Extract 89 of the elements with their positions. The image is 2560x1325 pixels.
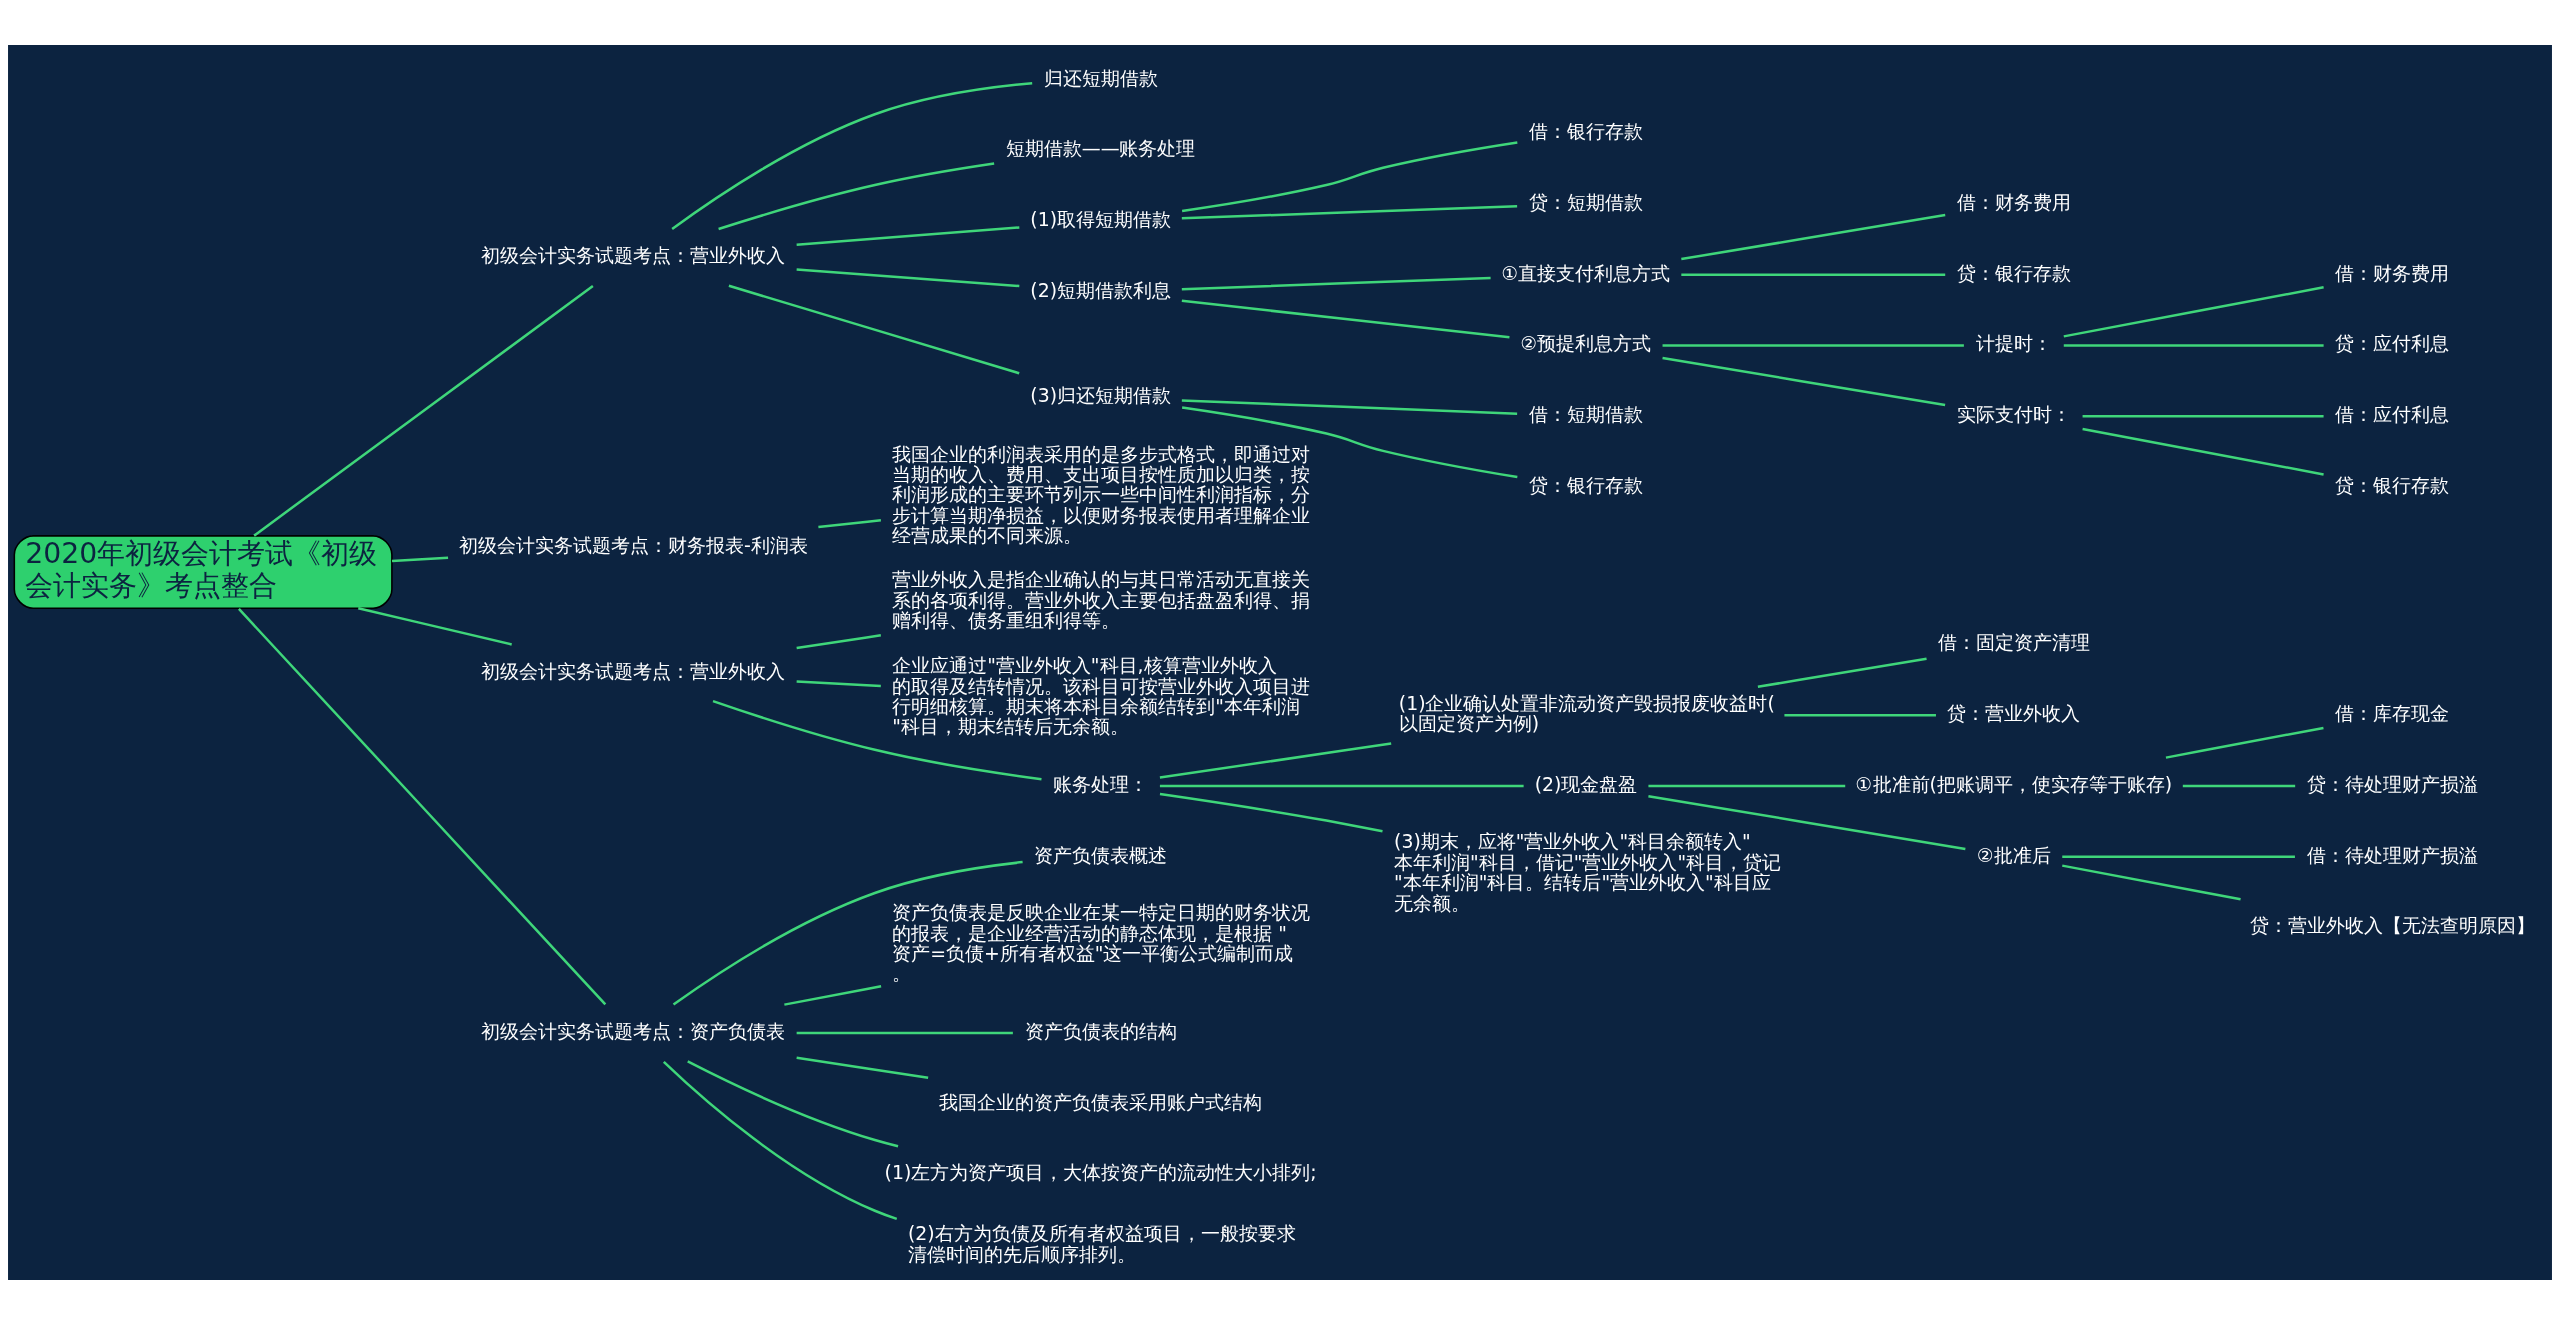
node-text: (3)期末，应将"营业外收入"科目余额转入"本年利润"科目，借记"营业外收入"科目，贷记"本年利润"科目。结转后"营业外收入"科目应无余额。 (1394, 830, 1782, 914)
connector (1681, 273, 1946, 276)
node-text: 归还短期借款 (1043, 66, 1158, 89)
node-text: 企业应通过"营业外收入"科目,核算营业外收入的取得及结转情况。该科目可按营业外收入项目进行明细核算。期末将本科目余额结转到"本年利润"科目，期末结转后无余额。 (892, 654, 1311, 738)
connector (1662, 344, 1964, 347)
node-text: 借：待处理财产损溢 (2306, 843, 2478, 866)
node-text: (3)归还短期借款 (1030, 384, 1172, 407)
node-text: 贷：营业外收入 (1947, 702, 2081, 725)
node-text: (2)右方为负债及所有者权益项目，一般按要求清偿时间的先后顺序排列。 (907, 1222, 1296, 1265)
node-text: 营业外收入是指企业确认的与其日常活动无直接关系的各项利得。营业外收入主要包括盘盈利得、捐赠利得、债务重组利得等。 (892, 568, 1311, 632)
node-text: 借：固定资产清理 (1937, 631, 2090, 654)
connector (687, 1060, 899, 1148)
connector (712, 699, 1042, 781)
node-text: (1)企业确认处置非流动资产毁损报废收益时(以固定资产为例) (1398, 691, 1775, 735)
connector (1648, 794, 1966, 851)
connector (784, 985, 882, 1006)
connector (238, 608, 607, 1006)
connector (1181, 406, 1518, 479)
connector (796, 226, 1020, 247)
connector (796, 680, 881, 688)
node-text: 我国企业的资产负债表采用账户式结构 (939, 1090, 1263, 1113)
connector (253, 285, 594, 537)
node-text: ①批准前(把账调平，使实存等于账存) (1855, 772, 2173, 795)
connector (1181, 399, 1518, 415)
connector (1784, 713, 1936, 717)
node-text: (1)取得短期借款 (1030, 208, 1172, 231)
node-text: 初级会计实务试题考点：营业外收入 (481, 244, 786, 267)
node-text: 借：短期借款 (1529, 403, 1643, 426)
connector (1181, 299, 1510, 339)
node-text: 短期借款——账务处理 (1005, 137, 1196, 160)
connector (1181, 276, 1491, 291)
connector (1159, 784, 1524, 788)
node-text: 初级会计实务试题考点：营业外收入 (481, 659, 786, 682)
node-text: 借：银行存款 (1529, 119, 1643, 142)
connector (662, 1060, 898, 1221)
node-text: 账务处理： (1053, 772, 1149, 795)
connector (2063, 286, 2324, 338)
connector (1159, 742, 1392, 779)
connector (672, 860, 1023, 1006)
node-text: 资产负债表是反映企业在某一特定日期的财务状况的报表，是企业经营活动的静态体现，是根据 "资产=负债+所有者权益"这一平衡公式编制而成。 (892, 901, 1311, 985)
connector (1181, 141, 1518, 213)
connector (796, 633, 882, 650)
connector (2082, 415, 2324, 418)
connector (2062, 855, 2295, 859)
connector (2165, 726, 2324, 759)
connector (1648, 784, 1846, 788)
node-text: 借：财务费用 (2335, 261, 2450, 284)
connector (818, 518, 881, 529)
node-box: 2020年初级会计考试《初级会计实务》考点整合 (13, 535, 393, 609)
connector (671, 81, 1033, 230)
node-text: 借：财务费用 (1956, 190, 2071, 213)
node-text: ②批准后 (1976, 843, 2051, 866)
connector (1757, 657, 1927, 689)
node-text: 贷：银行存款 (2335, 473, 2450, 496)
node-text: 我国企业的利润表采用的是多步式格式，即通过对当期的收入、费用、支出项目按性质加以归类，按利润形成的主要环节列示一些中间性利润指标，分步计算当期净损益，以便财务报表使用者理解企业经营成果的不同来源。 (892, 442, 1311, 547)
node-text: (2)现金盘盈 (1534, 772, 1638, 795)
node-text: 借：应付利息 (2335, 403, 2450, 426)
connector (796, 268, 1020, 288)
node-text: 实际支付时： (1956, 403, 2071, 426)
node-text: 贷：应付利息 (2335, 332, 2450, 355)
connector (2063, 344, 2324, 347)
node-text: 贷：短期借款 (1529, 190, 1643, 213)
node-text: 贷：待处理财产损溢 (2306, 772, 2478, 795)
connector (1181, 205, 1518, 220)
connector (1159, 792, 1383, 833)
connector (1681, 213, 1946, 261)
node-text: 贷：银行存款 (1529, 473, 1643, 496)
node-text: 借：库存现金 (2335, 702, 2450, 725)
node-text: 计提时： (1975, 332, 2052, 355)
connector (358, 607, 512, 646)
connector (1662, 356, 1946, 407)
node-text: 资产负债表概述 (1034, 843, 1168, 866)
node-text: 资产负债表的结构 (1024, 1019, 1177, 1042)
connector (796, 1031, 1013, 1035)
node-text: 贷：银行存款 (1956, 261, 2071, 284)
node-text: 初级会计实务试题考点：财务报表-利润表 (458, 533, 808, 556)
connector (728, 284, 1020, 375)
node-text: (1)左方为资产项目，大体按资产的流动性大小排列; (884, 1161, 1317, 1184)
node-text: ②预提利息方式 (1520, 332, 1652, 355)
connector (391, 556, 449, 563)
connector (2182, 784, 2296, 788)
connector (2062, 864, 2241, 901)
node-text: 贷：营业外收入【无法查明原因】 (2249, 914, 2535, 937)
connector (718, 162, 995, 231)
node-text: 初级会计实务试题考点：资产负债表 (481, 1019, 786, 1042)
node-text: (2)短期借款利息 (1030, 278, 1172, 301)
connector (796, 1056, 929, 1079)
node-text: ①直接支付利息方式 (1501, 261, 1671, 284)
connector (2082, 427, 2324, 476)
